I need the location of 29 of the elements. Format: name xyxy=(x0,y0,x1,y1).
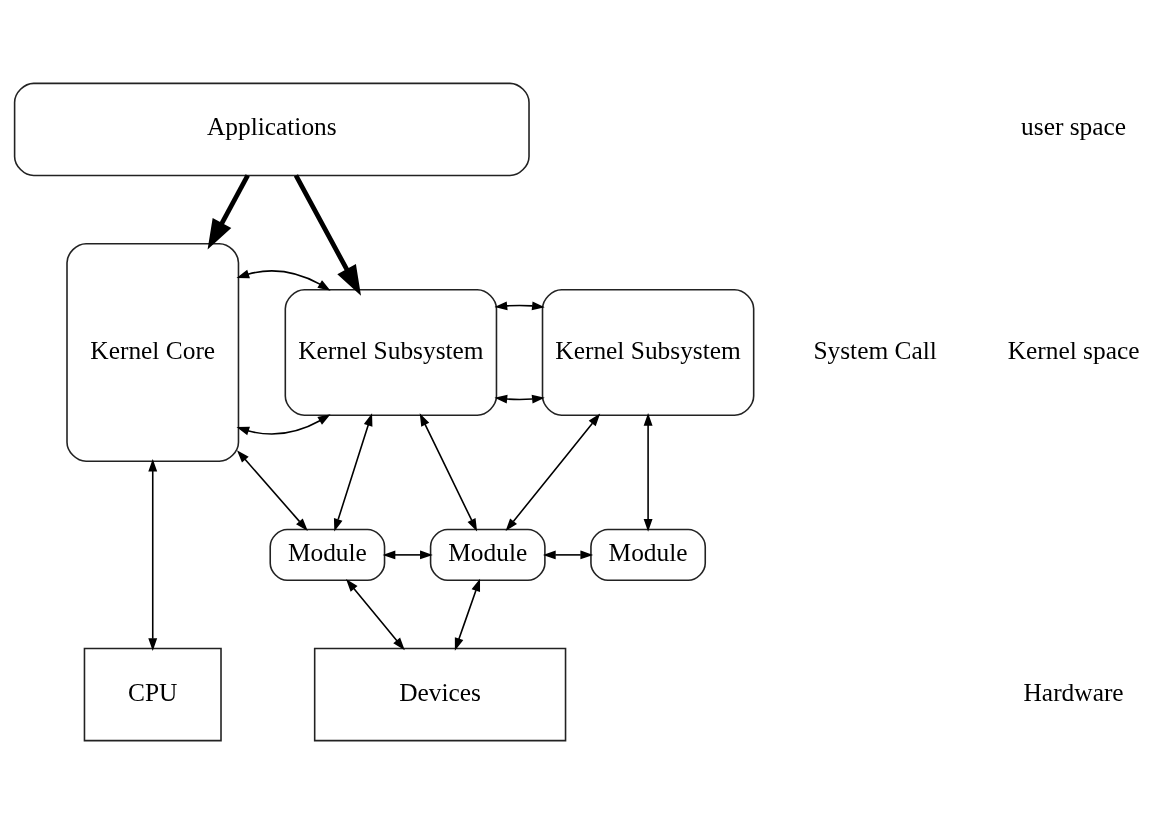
arrow xyxy=(382,549,433,559)
node-box: Kernel Core xyxy=(66,242,240,462)
node-box: Module xyxy=(429,528,546,581)
arrow xyxy=(419,412,478,531)
arrow xyxy=(333,412,373,532)
arrow xyxy=(494,394,545,403)
node-box: Module xyxy=(269,528,386,581)
arrow xyxy=(293,173,361,296)
node-box: Kernel Subsystem xyxy=(284,288,498,416)
label: user space xyxy=(1021,111,1127,140)
arrow xyxy=(643,412,653,532)
arrow xyxy=(505,413,601,531)
arrow xyxy=(346,578,405,650)
arrow xyxy=(494,300,545,310)
arrow xyxy=(148,458,158,651)
arrow xyxy=(542,549,594,559)
node-box: Devices xyxy=(313,647,567,741)
node-box: Applications xyxy=(13,82,530,176)
node-box: CPU xyxy=(83,647,222,741)
label: Hardware xyxy=(1023,677,1124,706)
arrow xyxy=(236,269,331,291)
label: System Call xyxy=(813,335,937,363)
arrow xyxy=(454,578,481,651)
label: Kernel space xyxy=(1007,335,1140,363)
arrow xyxy=(236,413,331,435)
arrow xyxy=(236,449,308,531)
arrow xyxy=(207,173,250,250)
node-box: Module xyxy=(590,528,707,581)
node-box: Kernel Subsystem xyxy=(541,288,755,416)
